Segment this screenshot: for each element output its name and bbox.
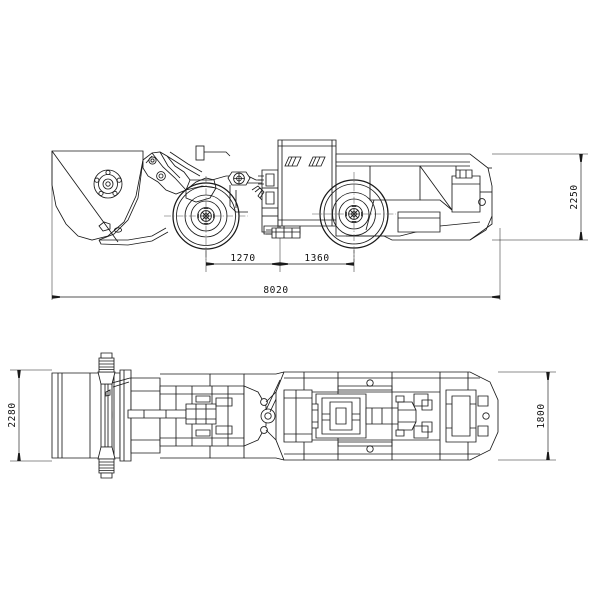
dimension-1800: 1800 [536, 372, 550, 460]
rear-tank-plan [421, 389, 489, 443]
engine-block-plan [307, 393, 367, 439]
dimension-2250: 2250 [569, 154, 583, 240]
dimension-label-1360: 1360 [304, 253, 329, 264]
articulation-joint-plan [243, 379, 285, 447]
dimension-label-2250: 2250 [569, 184, 580, 209]
bucket [51, 150, 169, 246]
bucket-plan [51, 369, 132, 462]
dimension-label-1270: 1270 [230, 253, 255, 264]
front-frame [190, 145, 262, 213]
dimension-label-2280: 2280 [7, 402, 18, 427]
side-view-extension-lines [51, 151, 588, 300]
front-wheels-plan [97, 352, 141, 479]
bucket-pivot-hub [93, 169, 123, 199]
front-frame-plan [127, 373, 245, 459]
transmission-plan [365, 393, 429, 439]
rear-side-rails-plan [337, 385, 405, 447]
rear-wheel [312, 172, 396, 262]
front-cover-plan [244, 371, 285, 461]
rear-frame [335, 153, 493, 241]
operator-compartment-plan [283, 389, 313, 443]
lift-arm [142, 151, 217, 203]
dimension-2280: 2280 [7, 370, 21, 461]
dimension-1360: 1360 [280, 253, 354, 266]
plan-view: 2280 1800 [7, 352, 556, 479]
dimension-8020: 8020 [52, 285, 500, 299]
side-view: 1270 1360 8020 2250 [51, 139, 588, 300]
rear-frame-plan [275, 371, 499, 461]
cab-overhang-plan [265, 391, 277, 441]
dimension-label-1800: 1800 [536, 403, 547, 428]
dimension-1270: 1270 [206, 253, 280, 266]
dimension-label-8020: 8020 [263, 285, 288, 296]
front-wheel [164, 176, 248, 260]
